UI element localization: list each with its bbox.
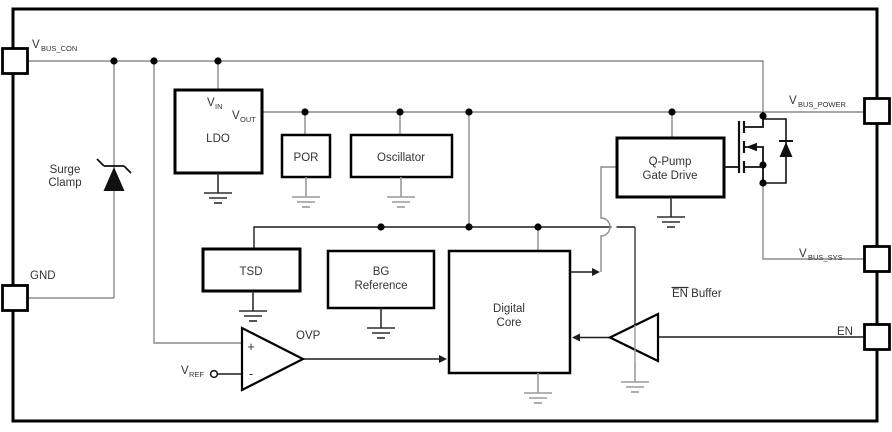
arrow-right-icon [439,355,447,363]
vbus-power-sub: BUS_POWER [798,100,847,109]
surge-clamp-label-1: Surge [50,164,81,176]
junction-dot [396,108,404,116]
junction-dot [377,223,385,231]
junction-dot [214,57,222,65]
wire-hop-mask [600,211,617,243]
vin-sub: IN [215,102,223,111]
en-pin-label: EN [837,326,853,338]
en-buffer-triangle [607,312,660,363]
junction-dot [301,108,309,116]
oscillator-ground-icon [386,176,416,208]
junction-dot [668,108,676,116]
ovp-plus-input-wire [153,61,242,344]
vref-label: V [181,365,189,377]
junction-dot [759,179,767,187]
vbus-sys-sub: BUS_SYS [808,253,843,262]
en-buffer-ground-icon [620,361,650,393]
tsd-ground-icon [238,290,268,322]
bg-label-2: Reference [354,280,407,292]
bg-reference-ground-icon [366,307,396,339]
vbus-con-pin [1,47,29,75]
supply-wires [27,60,864,344]
ovp-comparator [240,326,306,392]
zener-wing [123,165,132,174]
zener-wing [96,158,105,167]
tsd-block [201,247,302,293]
arrow-right-icon [592,268,600,276]
comparator-plus: + [247,339,255,354]
arrow-left-icon [572,333,580,342]
en-pin [863,323,891,351]
vbus-con-sub: BUS_CON [41,44,77,53]
junction-dot [465,223,473,231]
qpump-ground-icon [656,196,686,228]
tsd-label: TSD [240,266,263,278]
digital-core-block [447,249,572,375]
junction-dot [759,161,767,169]
junction-dot [150,57,158,65]
surge-clamp-label-2: Clamp [48,177,81,189]
gnd-pin [1,284,29,312]
qpump-label-2: Gate Drive [643,170,698,182]
vbus-power-pin [863,97,891,125]
zener-anode-triangle [103,167,125,191]
ldo-label: LDO [206,133,230,145]
junction-dot [110,57,118,65]
ldo-block [173,88,264,175]
digital-core-label-1: Digital [493,303,525,315]
labels: V BUS_CON GND V BUS_POWER V BUS_SYS EN S… [30,39,853,381]
bg-reference-block [326,249,436,310]
comparator-minus: - [249,366,253,381]
oscillator-block [349,133,454,179]
en-buffer-en: EN [672,288,688,300]
vref-terminal-circle [209,369,219,379]
function-blocks [173,88,726,392]
fet-body-arrow-icon [746,142,757,152]
bg-label-1: BG [373,266,390,278]
oscillator-label: Oscillator [377,152,425,164]
vbus-sys-pin [863,245,891,273]
vbus-con-label: V [32,39,40,51]
gnd-label: GND [30,270,56,282]
zener-diode-icon [96,158,132,191]
vout-label: V [232,110,240,122]
en-buffer-label: EN Buffer [672,288,722,300]
digital-core-ground-icon [523,372,553,404]
qpump-label-1: Q-Pump [649,156,692,168]
signal-wires [218,268,864,375]
vbus-sys-wire [762,183,864,260]
ovp-label: OVP [296,330,321,342]
junction-dots [110,57,767,231]
nmos-transistor-icon [723,112,793,184]
por-ground-icon [291,176,321,208]
en-buffer-rest: Buffer [688,288,722,300]
por-label: POR [294,152,319,164]
ldo-ground-icon [203,172,233,204]
core-to-qpump-wire [600,166,617,272]
bias-rail [253,226,635,249]
vout-sub: OUT [240,115,256,124]
body-diode-icon [763,118,793,184]
junction-dot [534,223,542,231]
body-diode-triangle [779,142,793,157]
vref-sub: REF [189,370,204,379]
vbus-sys-label: V [799,248,807,260]
junction-dot [465,108,473,116]
junction-dot [759,112,767,120]
vin-label: V [207,97,215,109]
vbus-con-rail [27,60,764,112]
vbus-power-label: V [789,95,797,107]
por-block [280,133,332,179]
digital-core-label-2: Core [497,317,522,329]
internal-rail [253,226,636,325]
pin-boxes [1,47,891,351]
chip-outline [11,7,879,423]
qpump-block [615,136,726,199]
